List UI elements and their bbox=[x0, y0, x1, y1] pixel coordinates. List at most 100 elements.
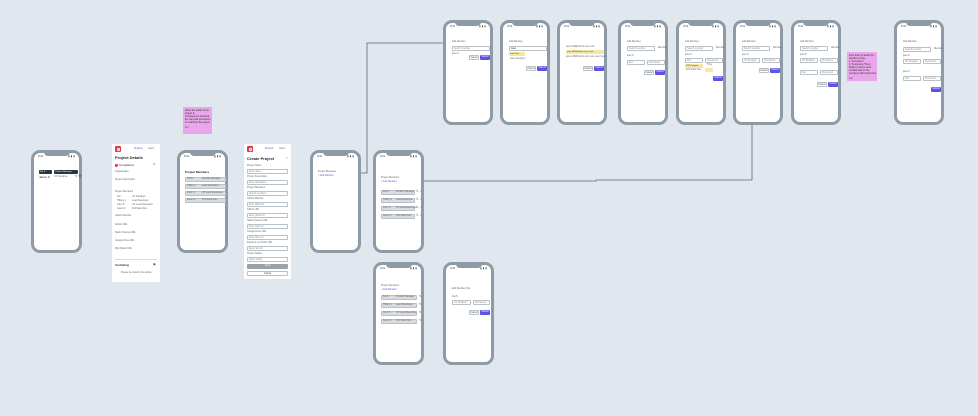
submit-button[interactable]: Submit bbox=[594, 66, 604, 71]
role-select[interactable]: Dev bbox=[627, 60, 645, 65]
time-option[interactable] bbox=[705, 68, 713, 72]
members-input[interactable]: Search members bbox=[247, 191, 288, 196]
member-row[interactable] bbox=[381, 206, 415, 211]
check-icon[interactable]: ✓ bbox=[420, 189, 423, 193]
member-row[interactable] bbox=[185, 184, 226, 189]
time-select[interactable]: Permanent bbox=[820, 58, 838, 63]
close-icon[interactable]: × bbox=[286, 156, 288, 160]
time-select[interactable]: Permanent bbox=[705, 58, 723, 63]
member-role: Lead Developer bbox=[202, 184, 219, 187]
search-input[interactable]: Search member bbox=[627, 46, 655, 51]
member-row[interactable] bbox=[381, 311, 417, 316]
member-row[interactable] bbox=[381, 198, 415, 203]
screen: Add Member Search member Member jane K U… bbox=[901, 33, 943, 118]
submit-button[interactable]: Submit bbox=[480, 55, 490, 60]
edit-icon[interactable]: ✎ bbox=[416, 205, 419, 209]
member-row[interactable] bbox=[381, 319, 417, 324]
edit-icon[interactable]: ✎ bbox=[153, 162, 156, 166]
status-select[interactable]: Select status bbox=[247, 257, 288, 262]
time-select[interactable]: Permanent bbox=[473, 300, 490, 305]
cancel-button[interactable]: Cancel bbox=[759, 68, 769, 73]
email-match[interactable]: jane.139@bloom.com.com bbox=[566, 50, 604, 54]
member-row[interactable] bbox=[185, 198, 226, 203]
role-chip[interactable]: Product Manager bbox=[54, 170, 78, 174]
edit-icon[interactable]: ✎ bbox=[416, 189, 419, 193]
edit-icon[interactable]: ✎ bbox=[75, 174, 78, 178]
github-member-input[interactable]: Enter github id bbox=[247, 202, 288, 207]
cancel-button[interactable]: Cancel bbox=[469, 55, 479, 60]
tab-users[interactable]: Users bbox=[279, 147, 286, 150]
check-icon[interactable]: ✓ bbox=[420, 205, 423, 209]
cancel-button[interactable]: Cancel bbox=[583, 66, 593, 71]
time-select[interactable]: Permanent bbox=[923, 76, 941, 81]
time-select[interactable]: Permanent bbox=[762, 58, 780, 63]
tab-users[interactable]: Users bbox=[148, 147, 155, 150]
member-row[interactable] bbox=[381, 214, 415, 219]
member-chip[interactable]: Kai S bbox=[39, 170, 52, 174]
tab-projects[interactable]: Projects bbox=[265, 147, 274, 150]
check-icon[interactable]: ✓ bbox=[420, 197, 423, 201]
role-select[interactable]: UX Designer bbox=[800, 58, 818, 63]
description-input[interactable]: Enter description bbox=[247, 180, 288, 185]
suggestion-item[interactable]: Jane Simpson bbox=[510, 57, 526, 60]
cancel-button[interactable]: Cancel bbox=[644, 70, 654, 75]
role-option[interactable]: UX Designer bbox=[685, 64, 703, 68]
member-row[interactable] bbox=[381, 295, 417, 300]
project-name-input[interactable]: Enter name bbox=[247, 169, 288, 174]
search-input[interactable]: Search member bbox=[742, 46, 770, 51]
edit-icon[interactable]: ✎ bbox=[416, 197, 419, 201]
time-select[interactable]: Permanent bbox=[923, 59, 941, 64]
add-member-link[interactable]: + Add Member bbox=[381, 180, 397, 183]
role-select[interactable]: UX Designer bbox=[742, 58, 760, 63]
member-row[interactable] bbox=[381, 303, 417, 308]
role-select[interactable]: Dev bbox=[903, 76, 921, 81]
role-option[interactable]: Full Stack Dev bbox=[686, 68, 702, 71]
submit-button[interactable]: Submit bbox=[655, 70, 665, 75]
sticky-note-archive: When the status of the project is Comple… bbox=[183, 107, 212, 134]
submit-button[interactable]: Submit bbox=[828, 82, 838, 87]
edit-icon[interactable]: ✎ bbox=[419, 294, 422, 298]
submit-button[interactable]: Submit bbox=[480, 310, 490, 315]
save-button[interactable]: Save bbox=[247, 264, 288, 269]
add-member-link[interactable]: + Add Member bbox=[318, 174, 334, 177]
edit-icon[interactable]: ✎ bbox=[419, 318, 422, 322]
archive-toggle-icon[interactable]: ▣ bbox=[153, 262, 156, 266]
member-row[interactable] bbox=[381, 190, 415, 195]
role-select[interactable]: Dev bbox=[800, 70, 818, 75]
search-input[interactable]: Search member bbox=[903, 47, 931, 52]
github-url-input[interactable]: Enter github url bbox=[247, 213, 288, 218]
check-icon[interactable]: ✓ bbox=[420, 213, 423, 217]
drive-url-input[interactable]: Enter drive url bbox=[247, 235, 288, 240]
time-select[interactable]: Permanent bbox=[647, 60, 665, 65]
suggestion-item[interactable]: Jane Doe bbox=[509, 52, 525, 56]
cancel-button[interactable]: Cancel bbox=[817, 82, 827, 87]
member-row[interactable] bbox=[185, 191, 226, 196]
cancel-button[interactable]: Cancel bbox=[469, 310, 479, 315]
role-option[interactable]: Dev bbox=[685, 58, 703, 63]
cancel-button[interactable]: Cancel bbox=[526, 66, 536, 71]
submit-button[interactable]: Submit bbox=[713, 76, 723, 81]
time-select[interactable]: Permanent bbox=[820, 70, 838, 75]
note-line: project is bbox=[185, 112, 195, 115]
submit-button[interactable]: Submit bbox=[770, 68, 780, 73]
slack-url-input[interactable]: Enter slack url bbox=[247, 224, 288, 229]
phone-notch bbox=[745, 22, 771, 26]
submit-button[interactable]: Submit bbox=[931, 87, 941, 92]
cancel-button[interactable]: Cancel bbox=[247, 271, 288, 276]
submit-button[interactable]: Submit bbox=[537, 66, 547, 71]
search-input[interactable]: Search member bbox=[685, 46, 713, 51]
edit-icon[interactable]: ✎ bbox=[419, 302, 422, 306]
delete-icon[interactable]: 🗑 bbox=[78, 174, 82, 178]
edit-icon[interactable]: ✎ bbox=[419, 310, 422, 314]
search-input[interactable]: Search member bbox=[452, 46, 490, 51]
add-member-link[interactable]: + Add Member bbox=[381, 288, 397, 291]
search-input[interactable]: Search member bbox=[800, 46, 828, 51]
role-select[interactable]: UX Designer bbox=[903, 59, 921, 64]
tab-projects[interactable]: Projects bbox=[134, 147, 143, 150]
edit-icon[interactable]: ✎ bbox=[416, 213, 419, 217]
search-input[interactable]: Jane bbox=[509, 46, 547, 51]
member-row[interactable] bbox=[185, 177, 226, 182]
miro-url-input[interactable]: Enter miro url bbox=[247, 246, 288, 251]
role-select[interactable]: UX Designer bbox=[452, 300, 471, 305]
label-slack-url: Slack Channel URL bbox=[115, 231, 136, 234]
